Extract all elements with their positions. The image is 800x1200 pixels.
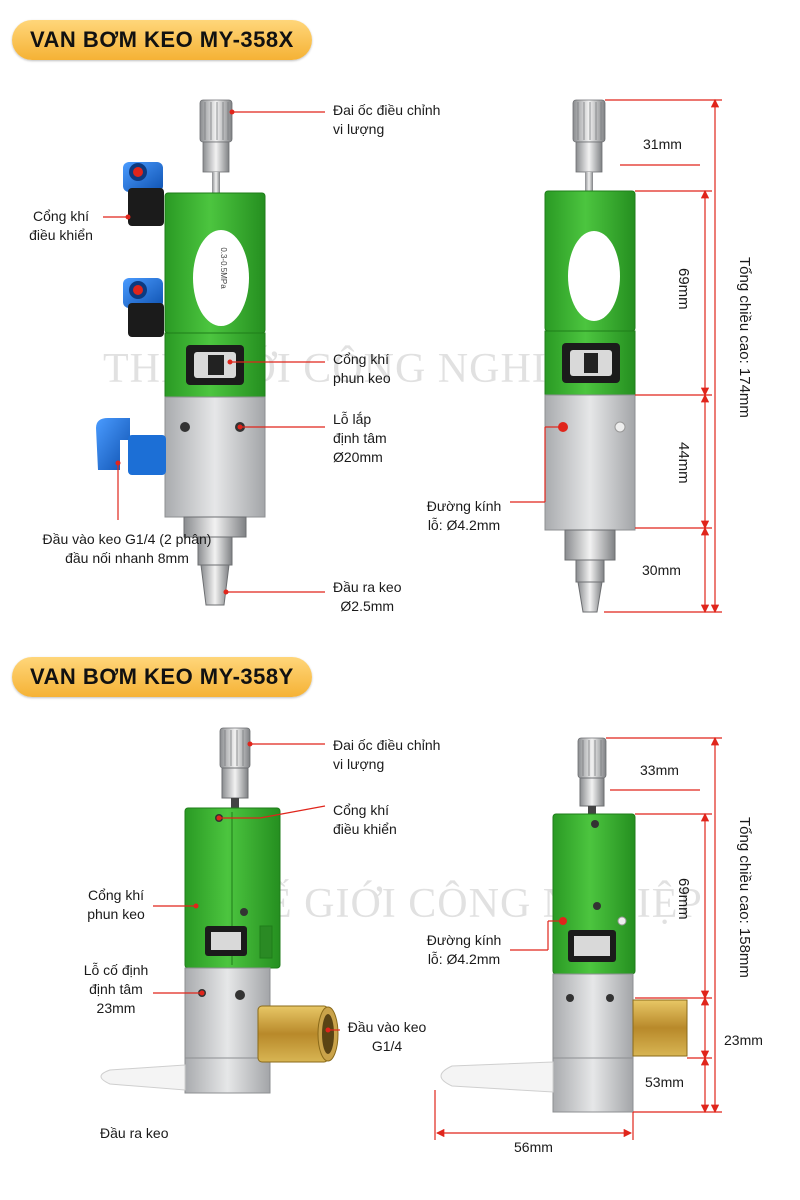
label-spray-port-358y: Cổng khí phun keo <box>80 886 152 924</box>
valve-358x-side <box>510 98 722 614</box>
label-glue-outlet-358x: Đầu ra keo Ø2.5mm <box>333 578 401 616</box>
label-spray-port-358x: Cổng khí phun keo <box>333 350 391 388</box>
label-line: đầu nối nhanh 8mm <box>65 550 189 566</box>
label-line: Cổng khí <box>87 887 145 903</box>
section-title-358x: VAN BƠM KEO MY-358X <box>12 20 312 60</box>
label-line: Lỗ cố định <box>83 962 149 978</box>
dim-inlet-358y: 23mm <box>724 1032 763 1048</box>
label-line: vi lượng <box>333 121 385 137</box>
label-line: định tâm <box>333 430 387 446</box>
label-glue-outlet-358y: Đầu ra keo <box>100 1125 169 1141</box>
label-line: điều khiển <box>333 821 397 837</box>
dim-green-358y: 69mm <box>675 878 692 920</box>
label-line: Đầu vào keo G1/4 (2 phân) <box>42 531 212 547</box>
label-adjust-nut-358y: Đai ốc điều chỉnh vi lượng <box>333 736 440 774</box>
label-line: điều khiển <box>29 227 93 243</box>
dim-width-358y: 56mm <box>514 1139 553 1155</box>
label-line: phun keo <box>333 370 391 386</box>
label-line: Đai ốc điều chỉnh <box>333 102 441 118</box>
valve-358x-front: 0.3-0.5MPa <box>96 99 325 606</box>
section-title-text: VAN BƠM KEO MY-358X <box>30 27 294 52</box>
label-line: phun keo <box>87 906 145 922</box>
dim-silver-358y: 53mm <box>645 1074 684 1090</box>
label-line: Cổng khí <box>32 208 90 224</box>
label-glue-inlet-358x: Đầu vào keo G1/4 (2 phân) đầu nối nhanh … <box>22 530 232 568</box>
label-line: vi lượng <box>333 756 385 772</box>
label-line: Lỗ lắp <box>333 411 372 427</box>
dim-green-358x: 69mm <box>675 268 692 310</box>
label-center-hole-358x: Lỗ lắp định tâm Ø20mm <box>333 410 387 467</box>
label-line: định tâm <box>89 981 143 997</box>
label-line: Đầu vào keo <box>347 1019 427 1035</box>
label-line: Đầu ra keo <box>333 579 402 595</box>
label-control-port-358x: Cổng khí điều khiển <box>18 207 104 245</box>
valve-358y-side <box>434 736 722 1140</box>
dim-nut-358y: 33mm <box>640 762 679 778</box>
dim-silver-358x: 44mm <box>675 442 692 484</box>
section-title-text: VAN BƠM KEO MY-358Y <box>30 664 294 689</box>
label-line: Đai ốc điều chỉnh <box>333 737 441 753</box>
label-glue-inlet-358y: Đầu vào keo G1/4 <box>342 1018 432 1056</box>
label-line: Đường kính <box>426 498 502 514</box>
body-text: 0.3-0.5MPa <box>219 247 228 289</box>
label-hole-dia-358y: Đường kính lỗ: Ø4.2mm <box>418 931 510 969</box>
label-control-port-358y: Cổng khí điều khiển <box>333 801 397 839</box>
label-adjust-nut-358x: Đai ốc điều chỉnh vi lượng <box>333 101 440 139</box>
dim-total-358x: Tổng chiều cao: 174mm <box>736 257 753 418</box>
label-line: Ø20mm <box>333 449 383 465</box>
label-hole-dia-358x: Đường kính lỗ: Ø4.2mm <box>418 497 510 535</box>
dim-total-358y: Tổng chiều cao: 158mm <box>736 817 753 978</box>
label-line: Cổng khí <box>333 351 390 367</box>
dim-nut-358x: 31mm <box>643 136 682 152</box>
label-line: Cổng khí <box>333 802 390 818</box>
label-line: lỗ: Ø4.2mm <box>427 517 501 533</box>
dim-nozzle-358x: 30mm <box>642 562 681 578</box>
label-line: Ø2.5mm <box>340 598 395 614</box>
label-line: lỗ: Ø4.2mm <box>427 951 501 967</box>
valve-358y-front <box>100 727 340 1094</box>
label-line: G1/4 <box>371 1038 403 1054</box>
section-title-358y: VAN BƠM KEO MY-358Y <box>12 657 312 697</box>
label-center-hole-358y: Lỗ cố định định tâm 23mm <box>78 961 154 1018</box>
label-line: 23mm <box>96 1000 136 1016</box>
label-line: Đường kính <box>426 932 502 948</box>
